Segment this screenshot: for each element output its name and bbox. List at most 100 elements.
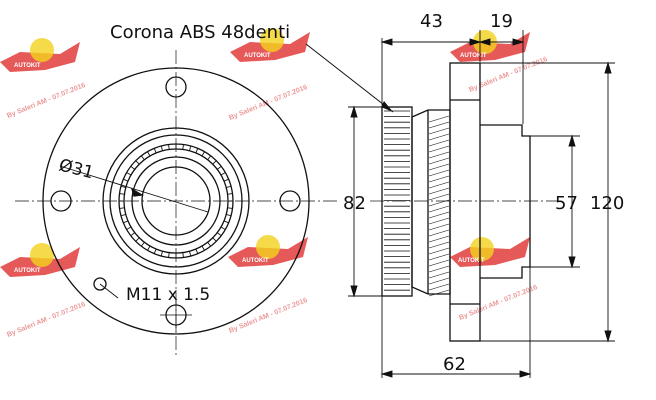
hatch-line (428, 139, 450, 147)
hatch-line (428, 217, 450, 225)
hatch-line (428, 133, 450, 141)
thread-label: M11 x 1.5 (126, 285, 210, 305)
watermark-top-far-right: AUTOKIT By Saleri AM - 07.07.2016 (450, 30, 549, 94)
hatch-line (428, 157, 450, 165)
watermark-bottom-far-right: AUTOKIT By Saleri AM - 07.07.2016 (450, 237, 539, 322)
cage-tick (220, 226, 226, 230)
cage-tick (120, 214, 126, 217)
cage-tick (201, 245, 205, 251)
hatch-line (428, 271, 450, 279)
arrow-43-left (380, 38, 393, 46)
cage-tick (119, 207, 125, 209)
hatch-line (428, 187, 450, 195)
cage-tick (126, 172, 132, 176)
watermark-brand: AUTOKIT (242, 258, 269, 264)
cage-tick (189, 145, 192, 151)
watermark-text: By Saleri AM - 07.07.2016 (228, 297, 308, 335)
dim-text-57: 57 (555, 193, 578, 214)
hatch-line (428, 115, 450, 123)
watermark-brand: AUTOKIT (14, 268, 41, 274)
bearing-ring-2 (109, 134, 243, 268)
thread-hole (93, 277, 107, 291)
hatch-line (428, 121, 450, 129)
hub-pilot (480, 124, 531, 279)
hatch-line (428, 181, 450, 189)
cage-tick (123, 220, 129, 224)
arrow-120-bottom (604, 330, 612, 343)
cage-tick (120, 185, 126, 188)
arrow-57-bottom (568, 256, 576, 269)
bearing-cage-ticks (119, 144, 233, 258)
dimension-lines (348, 30, 615, 378)
cage-tick (153, 248, 157, 254)
hatch-line (428, 241, 450, 249)
cage-tick (160, 145, 163, 151)
dim-text-43: 43 (420, 11, 443, 32)
cage-tick (189, 251, 192, 257)
arrow-62-right (519, 370, 532, 378)
hatch-line (428, 193, 450, 201)
cage-tick (182, 252, 184, 258)
hatch-line (428, 175, 450, 183)
arrow-57-top (568, 134, 576, 147)
cage-tick (223, 178, 229, 182)
arrow-120-top (604, 61, 612, 74)
arrow-19-right (512, 38, 525, 46)
hatch-line (428, 145, 450, 153)
cage-tick (207, 241, 212, 247)
diameter-arrow (130, 187, 144, 197)
hatch-line (428, 259, 450, 267)
cage-tick (212, 237, 217, 242)
abs-ring-label: Corona ABS 48denti (110, 22, 290, 43)
bearing-outer-ring (102, 127, 250, 275)
arrow-62-left (380, 370, 393, 378)
cage-tick (226, 185, 232, 188)
hatch-line (428, 223, 450, 231)
arrow-82-top (350, 105, 358, 118)
cage-tick (135, 160, 140, 165)
diameter-label: Ø31 (57, 155, 96, 183)
hatch-line (428, 277, 450, 285)
cage-tick (147, 151, 151, 157)
cage-tick (201, 151, 205, 157)
dim-text-19: 19 (490, 11, 513, 32)
dim-text-82: 82 (343, 193, 366, 214)
cage-tick (135, 237, 140, 242)
bearing-body (411, 109, 451, 295)
cage-tick (227, 193, 233, 195)
section-hatching (428, 115, 450, 297)
cage-tick (130, 232, 136, 237)
watermark-text: By Saleri AM - 07.07.2016 (458, 284, 538, 322)
arrow-43-right (469, 38, 482, 46)
cage-tick (212, 160, 217, 165)
hatch-line (428, 163, 450, 171)
watermark-top-left: AUTOKIT By Saleri AM - 07.07.2016 (0, 38, 87, 120)
watermark-bottom-right: AUTOKIT By Saleri AM - 07.07.2016 (228, 235, 309, 335)
cage-tick (168, 252, 170, 258)
cage-tick (216, 232, 222, 237)
front-view (15, 50, 340, 355)
cage-tick (168, 144, 170, 150)
hatch-line (428, 169, 450, 177)
cage-tick (227, 207, 233, 209)
cage-tick (216, 165, 222, 170)
arrow-82-bottom (350, 285, 358, 298)
bolt-hole-left (50, 190, 72, 212)
cage-tick (123, 178, 129, 182)
flange-outer-circle (42, 67, 310, 335)
cage-tick (119, 193, 125, 195)
bolt-hole-right (279, 190, 301, 212)
cage-tick (140, 241, 145, 247)
abs-ring-teeth (384, 110, 410, 291)
bore-circle (141, 166, 211, 236)
cage-tick (130, 165, 136, 170)
watermark-brand: AUTOKIT (244, 53, 271, 59)
watermark-brand: AUTOKIT (460, 53, 487, 59)
hatch-line (428, 127, 450, 135)
dim-text-120: 120 (590, 193, 624, 214)
hatch-line (428, 229, 450, 237)
hatch-line (428, 205, 450, 213)
cage-tick (220, 172, 226, 176)
cage-tick (147, 245, 151, 251)
